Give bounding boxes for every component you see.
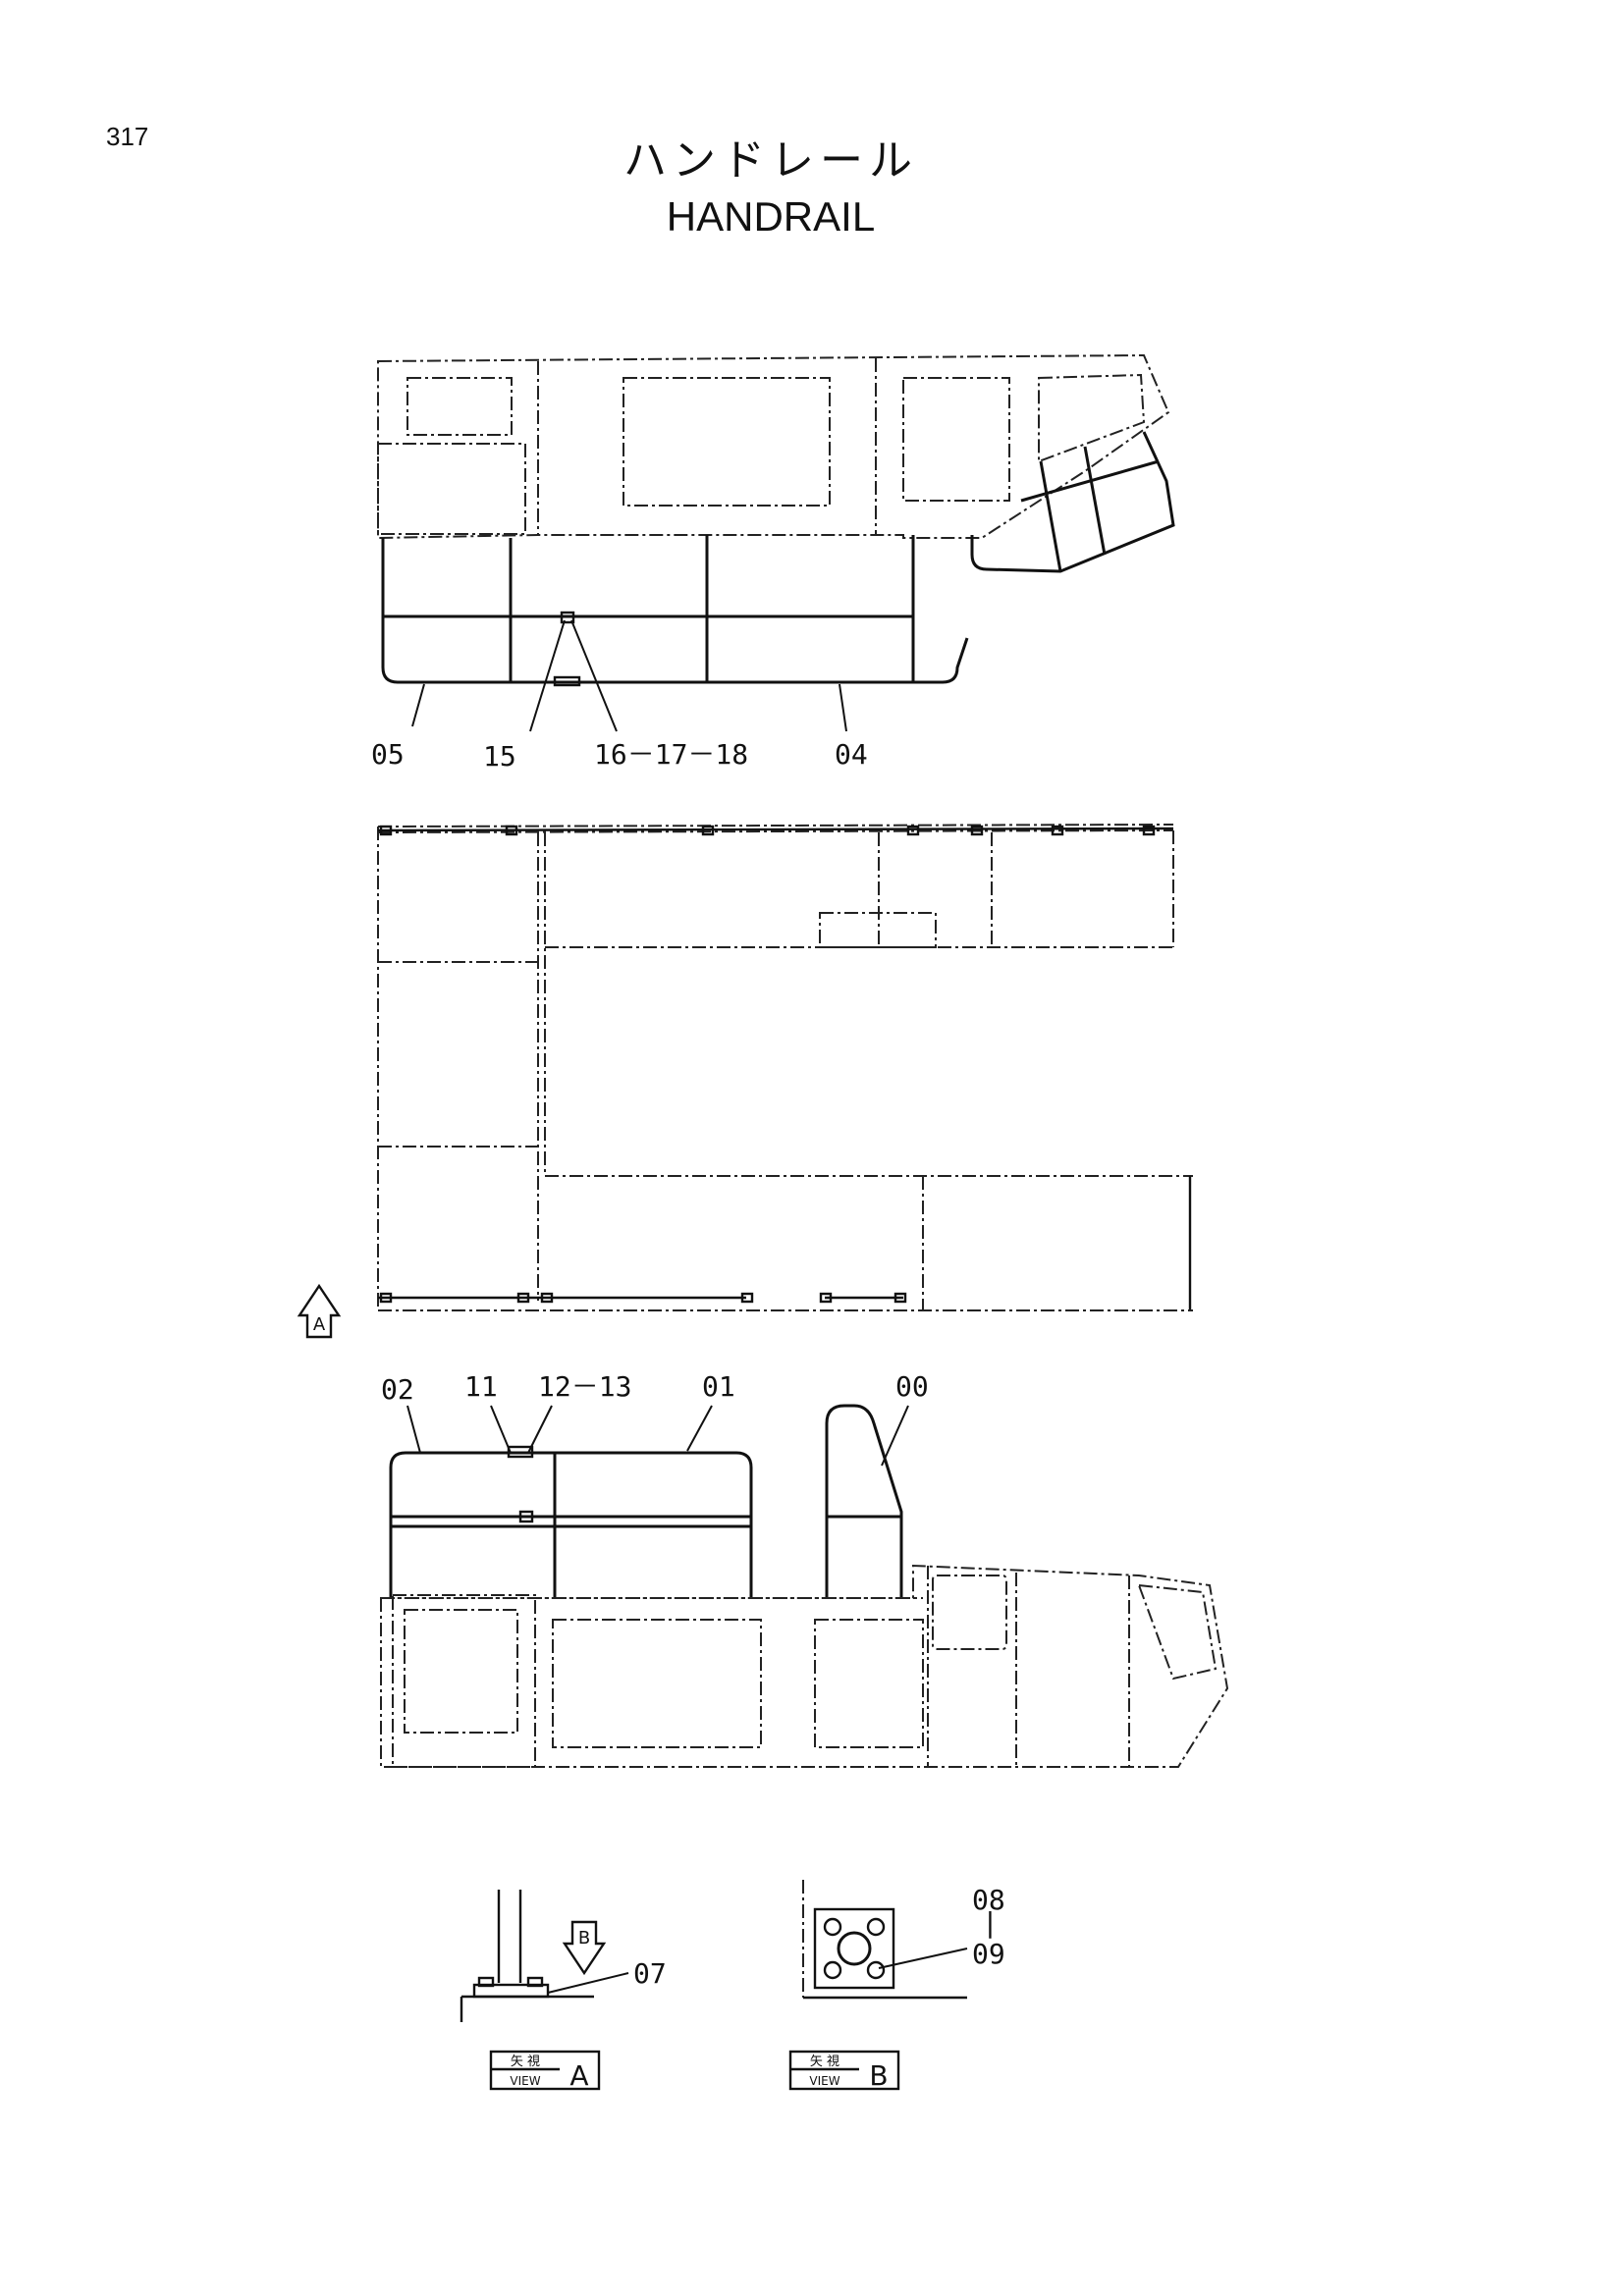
callout-15: 15: [483, 740, 516, 773]
bottom-view-upper-handrail: [389, 1451, 753, 1598]
title-english: HANDRAIL: [667, 193, 875, 240]
top-view-window-2: [623, 377, 831, 507]
page-number: 317: [106, 122, 148, 151]
base-plate: [813, 1907, 895, 1990]
svg-text:B: B: [578, 1928, 590, 1949]
callout-02: 02: [381, 1373, 414, 1406]
bottom-view-grab-handle: [825, 1404, 903, 1598]
view-a-label: 矢 視 VIEW A: [489, 2050, 601, 2092]
svg-text:矢 視: 矢 視: [810, 2055, 839, 2069]
top-view-body-outline: [377, 353, 1170, 540]
detail-view-b: 08 | 09 矢 視 VIEW B: [788, 1880, 1005, 2092]
top-view-window-1: [406, 377, 513, 436]
view-a-marker: A: [297, 1283, 342, 1339]
callout-12-13: 12－13: [538, 1370, 631, 1403]
view-b-marker: B: [562, 1920, 607, 1976]
top-view-stair-rail: [970, 431, 1175, 573]
svg-text:VIEW: VIEW: [809, 2074, 839, 2088]
view-b-label: 矢 視 VIEW B: [788, 2050, 900, 2092]
callout-08: 08: [972, 1884, 1005, 1916]
callout-01: 01: [702, 1370, 735, 1403]
plan-view: A: [297, 824, 1193, 1339]
svg-text:A: A: [569, 2059, 588, 2092]
detail-view-a: 07 B 矢 視 VIEW A: [460, 1890, 667, 2092]
callout-16-17-18: 16－17－18: [594, 738, 748, 771]
svg-text:B: B: [869, 2059, 888, 2092]
callout-separator: |: [982, 1906, 999, 1939]
title-japanese: ハンドレール: [623, 135, 918, 186]
top-view: 05 15 16－17－18 04: [371, 353, 1175, 773]
plan-view-post-brackets: [379, 825, 1156, 1304]
svg-text:矢 視: 矢 視: [511, 2055, 540, 2069]
callout-00: 00: [895, 1370, 929, 1403]
callout-11: 11: [464, 1370, 498, 1403]
bottom-view-window: [932, 1575, 1007, 1650]
callout-09: 09: [972, 1938, 1005, 1970]
svg-text:VIEW: VIEW: [510, 2074, 540, 2088]
bottom-view-panel-2: [552, 1619, 762, 1748]
callout-07: 07: [633, 1957, 667, 1990]
bottom-view-body-outline: [380, 1564, 1229, 1768]
top-view-lower-handrail: [381, 538, 969, 684]
bottom-view-panel-3: [814, 1619, 924, 1748]
bottom-view: 02 11 12－13 01 00: [380, 1370, 1229, 1768]
callout-05: 05: [371, 738, 405, 771]
bottom-view-panel-1: [404, 1609, 518, 1734]
top-view-window-3: [902, 377, 1010, 502]
svg-text:A: A: [313, 1314, 326, 1335]
callout-04: 04: [835, 738, 868, 771]
